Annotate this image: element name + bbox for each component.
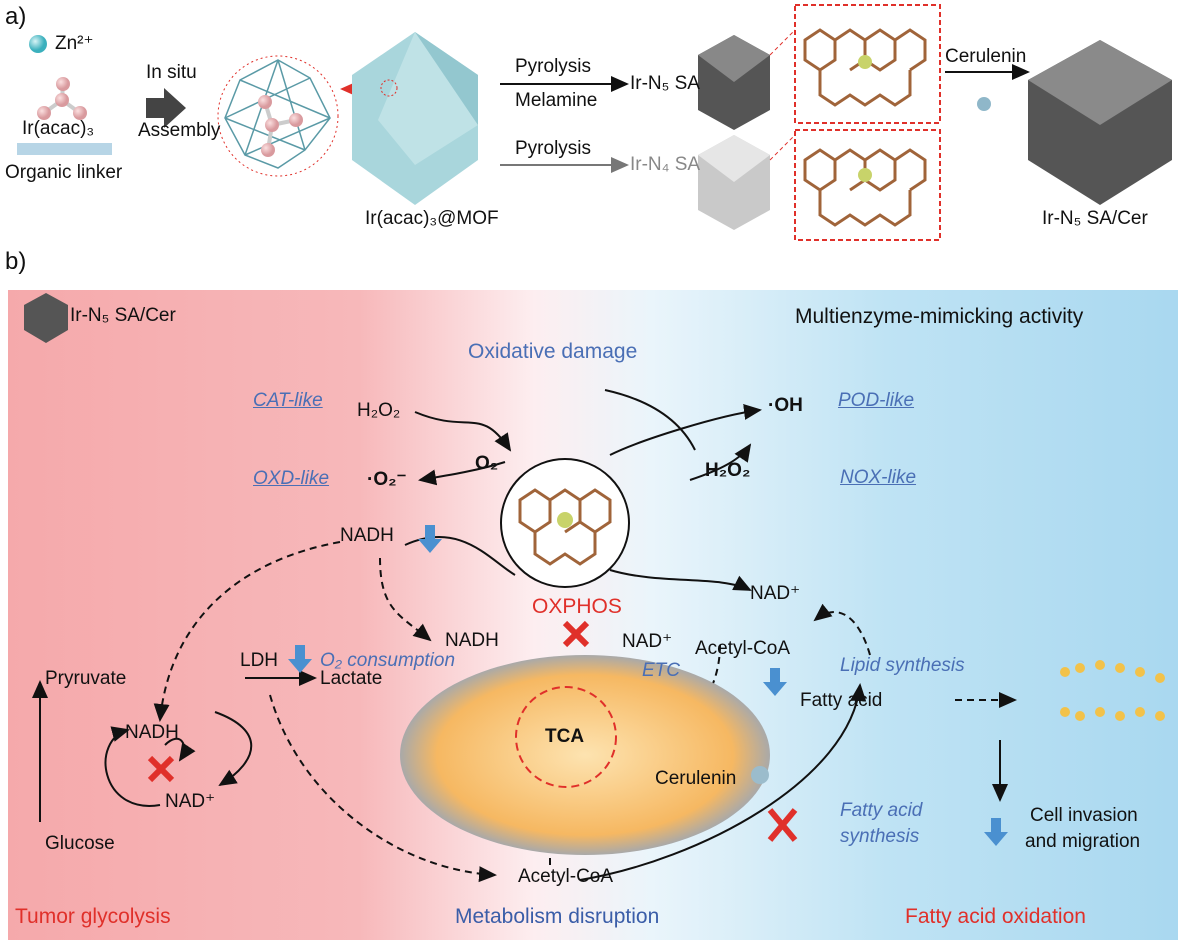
tumor-glycolysis-label: Tumor glycolysis — [15, 905, 171, 928]
cerulenin-label-b: Cerulenin — [655, 768, 737, 789]
mitochondrion-icon — [400, 655, 770, 855]
fatty-acid-oxidation-label: Fatty acid oxidation — [905, 905, 1086, 928]
pyruvate-label: Pryruvate — [45, 668, 127, 689]
tca-cycle — [515, 686, 617, 788]
oxphos-label: OXPHOS — [532, 595, 622, 618]
panel-b-title: Multienzyme-mimicking activity — [795, 305, 1084, 328]
ir-n5-sa-label: Ir-N₅ SA — [630, 73, 700, 94]
nad-mid: NAD⁺ — [622, 631, 673, 652]
panel-a-label: a) — [5, 3, 27, 30]
panel-b-label: b) — [5, 248, 27, 275]
decrease-arrow-icons — [288, 525, 1008, 846]
panel-a-graphics — [17, 4, 1172, 241]
lactate-label: Lactate — [320, 668, 383, 689]
fatty-acid-synthesis-label-1: Fatty acid — [840, 800, 923, 821]
pyrolysis-top-label: Pyrolysis — [515, 56, 592, 77]
fatty-acid-label: Fatty acid — [800, 690, 883, 711]
tca-label: TCA — [545, 726, 585, 747]
superoxide-label: ·O₂⁻ — [367, 469, 407, 490]
oxd-like-label: OXD-like — [253, 468, 330, 489]
ir-acac-molecule-icon — [37, 77, 87, 120]
o2-center: O₂ — [475, 453, 499, 474]
cell-invasion-label-2: and migration — [1025, 831, 1141, 852]
mof-label: Ir(acac)₃@MOF — [365, 208, 499, 229]
nad-top: NAD⁺ — [750, 583, 801, 604]
cerulenin-molecule-icon — [977, 97, 991, 111]
ir-n5-sa-cer-polyhedron-icon — [1028, 40, 1172, 205]
organic-linker-label: Organic linker — [5, 162, 123, 183]
ir-n5-sa-polyhedron-icon — [698, 35, 770, 130]
etc-label: ETC — [642, 660, 680, 681]
lattice-zoom-n4 — [794, 129, 941, 241]
blocked-x-icon — [147, 620, 798, 842]
ir-n4-sa-label: Ir-N₄ SA — [630, 154, 701, 175]
mof-crystal-icon — [352, 32, 478, 205]
zn-ion-icon — [29, 35, 47, 53]
nadh-top: NADH — [340, 525, 394, 546]
acetyl-coa-top: Acetyl-CoA — [695, 638, 791, 659]
nad-cycle: NAD⁺ — [165, 791, 216, 812]
h2o2-left: H₂O₂ — [357, 400, 401, 421]
o2-consumption-label: O₂ consumption — [320, 650, 456, 671]
metabolism-disruption-label: Metabolism disruption — [455, 905, 660, 928]
nox-like-label: NOX-like — [840, 467, 917, 488]
cat-like-label: CAT-like — [253, 390, 323, 411]
ir-n4-sa-polyhedron-icon — [698, 135, 770, 230]
zn-label: Zn²⁺ — [55, 33, 94, 54]
cerulenin-molecule-icon-b — [751, 766, 769, 784]
product-label: Ir-N₅ SA/Cer — [1042, 208, 1148, 229]
lipid-synthesis-label: Lipid synthesis — [840, 655, 965, 676]
cell-invasion-label-1: Cell invasion — [1030, 805, 1138, 826]
melamine-label: Melamine — [515, 90, 598, 111]
cerulenin-label: Cerulenin — [945, 46, 1027, 67]
in-situ-label: In situ — [146, 62, 197, 83]
pyrolysis-bottom-label: Pyrolysis — [515, 138, 592, 159]
fatty-acid-synthesis-label-2: synthesis — [840, 826, 920, 847]
ldh-label: LDH — [240, 650, 279, 671]
organic-linker-icon — [17, 143, 112, 155]
pod-like-label: POD-like — [838, 390, 915, 411]
lipid-membrane-icon — [1060, 660, 1165, 721]
acetyl-coa-bottom: Acetyl-CoA — [518, 866, 614, 887]
legend-label: Ir-N₅ SA/Cer — [70, 305, 176, 326]
assembly-arrow — [146, 88, 186, 128]
ir-acac-label: Ir(acac)₃ — [22, 118, 95, 139]
catalyst-center-icon — [500, 458, 630, 588]
assembly-label: Assembly — [138, 120, 221, 141]
legend-polyhedron-icon — [24, 293, 68, 343]
h2o2-right: H₂O₂ — [705, 460, 751, 481]
oxidative-damage-label: Oxidative damage — [468, 340, 638, 363]
lattice-zoom-n5 — [794, 4, 941, 124]
glucose-label: Glucose — [45, 833, 115, 854]
nadh-mid: NADH — [445, 630, 499, 651]
oh-radical: ·OH — [768, 395, 803, 416]
nadh-cycle: NADH — [125, 722, 179, 743]
mof-cage-icon — [217, 55, 339, 177]
